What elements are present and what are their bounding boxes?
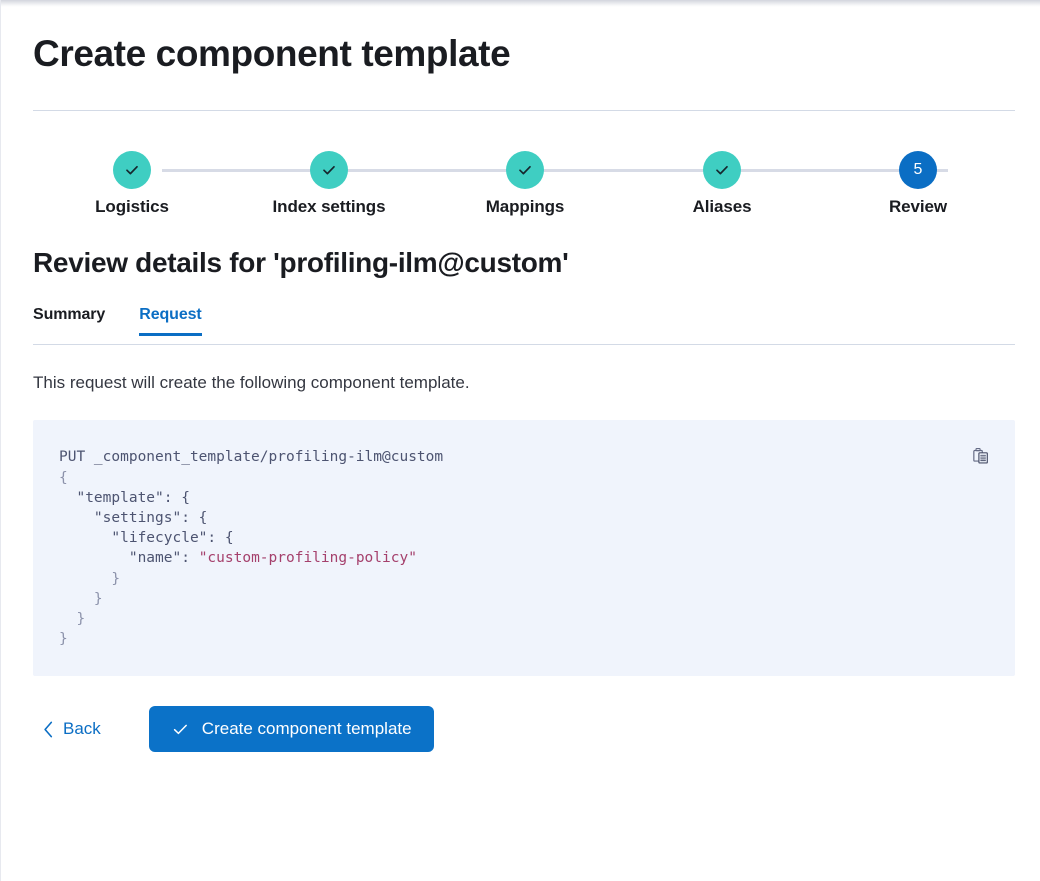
tab-summary[interactable]: Summary [33, 306, 105, 336]
review-tabs: Summary Request [33, 306, 1015, 345]
code-line: } [59, 590, 103, 607]
step-review[interactable]: 5 Review [828, 150, 1008, 217]
step-logistics[interactable]: Logistics [42, 150, 222, 217]
check-icon [716, 165, 728, 175]
check-icon [519, 165, 531, 175]
back-button-label: Back [63, 719, 101, 739]
create-button-label: Create component template [201, 719, 412, 739]
step-mappings[interactable]: Mappings [435, 150, 615, 217]
page-content: Create component template Logistics [1, 7, 1040, 753]
step-connector-1 [162, 168, 359, 172]
code-line: { [59, 469, 68, 486]
code-line: } [59, 631, 68, 648]
step-index-settings[interactable]: Index settings [239, 150, 419, 217]
tabs-divider [33, 343, 1015, 345]
tab-request[interactable]: Request [139, 306, 203, 336]
step-status-circle [506, 150, 544, 189]
check-icon [173, 724, 187, 734]
step-label: Logistics [95, 196, 169, 216]
step-connector-4 [752, 168, 948, 172]
review-heading: Review details for 'profiling-ilm@custom… [33, 246, 569, 278]
request-description: This request will create the following c… [33, 372, 470, 392]
code-line: "template": { [59, 489, 190, 506]
window-chrome-shadow [1, 0, 1040, 7]
code-string-value: "custom-profiling-policy" [198, 550, 417, 567]
step-status-circle [310, 150, 348, 189]
code-line: } [59, 610, 86, 627]
step-indicator: Logistics Index settings Mappings [33, 150, 1008, 225]
request-code: PUT _component_template/profiling-ilm@cu… [33, 420, 1015, 649]
step-number: 5 [913, 160, 923, 178]
copy-icon[interactable] [967, 442, 995, 470]
request-header-line: PUT _component_template/profiling-ilm@cu… [59, 449, 444, 466]
code-line-name: "name": "custom-profiling-policy" [59, 550, 417, 567]
code-line: "settings": { [59, 509, 208, 526]
check-icon [323, 165, 335, 175]
step-status-circle [113, 150, 151, 189]
code-line: "lifecycle": { [59, 530, 234, 547]
title-divider [33, 109, 1015, 111]
step-aliases[interactable]: Aliases [632, 150, 812, 217]
step-label: Aliases [692, 196, 752, 216]
step-label: Index settings [272, 196, 386, 216]
clipboard-copy-icon [973, 448, 988, 464]
create-component-template-button[interactable]: Create component template [148, 706, 434, 753]
step-status-circle [703, 150, 741, 189]
chevron-left-icon [44, 721, 53, 738]
step-label: Review [889, 196, 947, 216]
back-button[interactable]: Back [33, 713, 109, 745]
step-status-circle: 5 [899, 150, 937, 189]
page-title: Create component template [33, 33, 511, 74]
step-connector-3 [555, 168, 752, 172]
step-connector-2 [359, 168, 555, 172]
wizard-footer: Back Create component template [33, 706, 1008, 753]
check-icon [126, 165, 138, 175]
request-code-block: PUT _component_template/profiling-ilm@cu… [33, 420, 1015, 677]
code-line: } [59, 570, 121, 587]
step-label: Mappings [485, 196, 565, 216]
